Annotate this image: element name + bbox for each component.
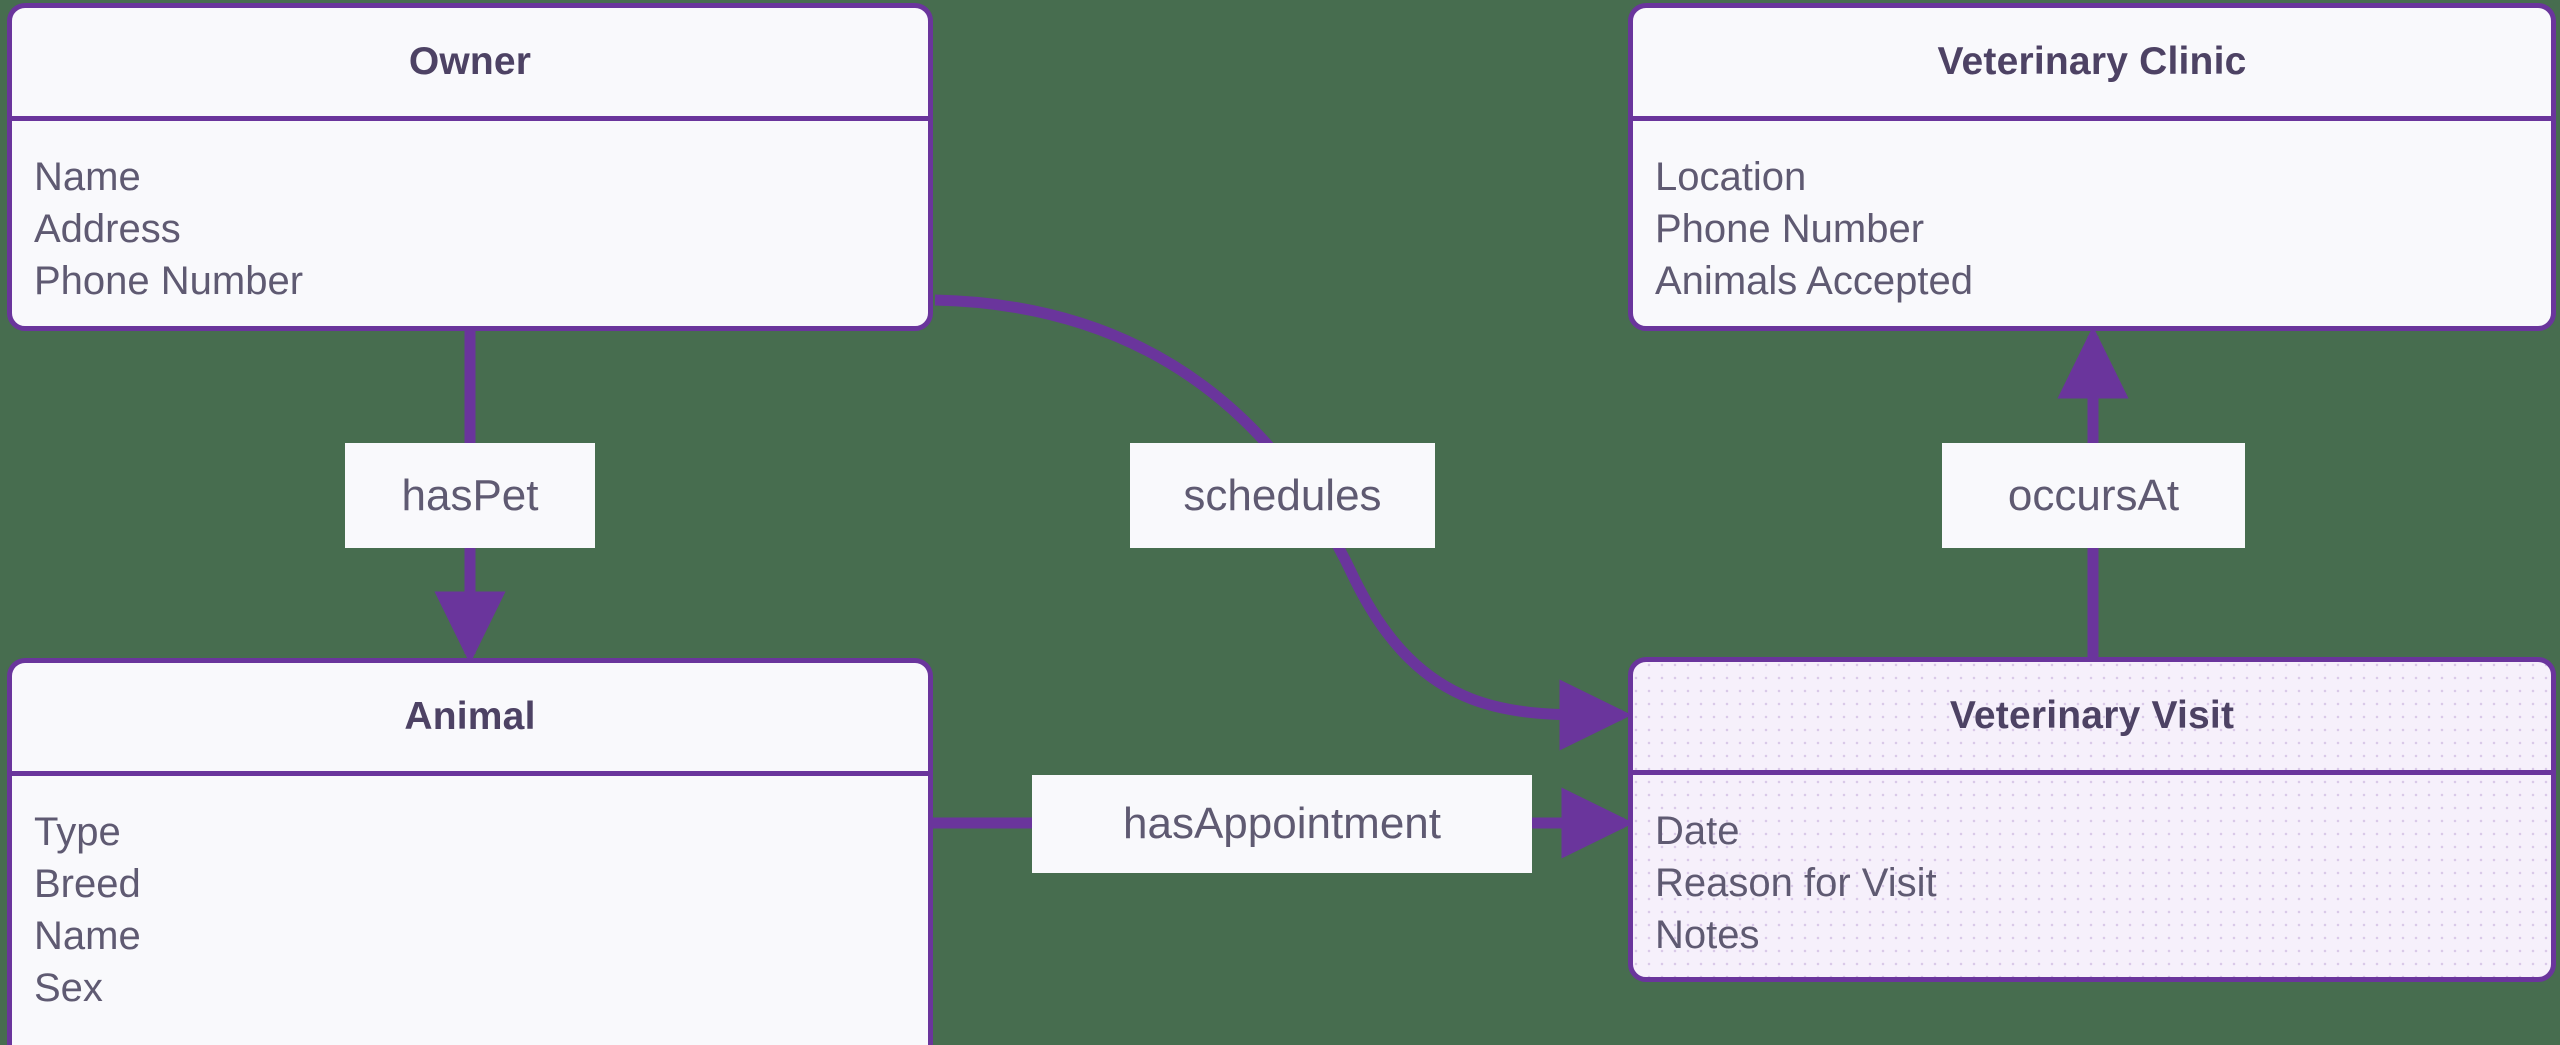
attribute-row: Reason for Visit: [1655, 861, 1937, 905]
entity-animal-attributes: Type Breed Name Sex: [12, 776, 928, 1045]
relationship-label-haspet-text: hasPet: [401, 470, 539, 520]
entity-veterinary-visit-attributes: Date Reason for Visit Notes: [1633, 775, 2551, 977]
entity-animal[interactable]: Animal Type Breed Name Sex: [7, 658, 933, 1045]
entity-veterinary-clinic-title: Veterinary Clinic: [1937, 40, 2247, 83]
relationship-label-schedules[interactable]: schedules: [1130, 443, 1435, 548]
attribute-row: Name: [34, 914, 141, 958]
attribute-row: Notes: [1655, 913, 1760, 957]
relationship-label-occursat-text: occursAt: [2007, 470, 2180, 520]
attribute-row: Sex: [34, 966, 103, 1010]
attribute-row: Address: [34, 207, 181, 251]
entity-owner-title: Owner: [408, 40, 532, 83]
relationship-label-haspet[interactable]: hasPet: [345, 443, 595, 548]
entity-veterinary-clinic-header: Veterinary Clinic: [1633, 8, 2551, 121]
attribute-row: Breed: [34, 862, 141, 906]
entity-owner-header: Owner: [12, 8, 928, 121]
attribute-row: Name: [34, 155, 141, 199]
attribute-row: Location: [1655, 155, 1807, 199]
attribute-row: Phone Number: [34, 259, 304, 303]
entity-animal-title: Animal: [404, 695, 536, 738]
relationship-label-occursat[interactable]: occursAt: [1942, 443, 2245, 548]
relationship-label-hasappointment[interactable]: hasAppointment: [1032, 775, 1532, 873]
relationship-label-hasappointment-text: hasAppointment: [1123, 799, 1441, 848]
entity-veterinary-visit-title: Veterinary Visit: [1949, 694, 2235, 737]
entity-veterinary-visit-header: Veterinary Visit: [1633, 662, 2551, 775]
attribute-row: Date: [1655, 809, 1740, 853]
attribute-row: Phone Number: [1655, 207, 1925, 251]
entity-veterinary-clinic[interactable]: Veterinary Clinic Location Phone Number …: [1628, 3, 2556, 331]
relationship-label-schedules-text: schedules: [1183, 470, 1382, 520]
entity-veterinary-clinic-attributes: Location Phone Number Animals Accepted: [1633, 121, 2551, 326]
entity-owner-attributes: Name Address Phone Number: [12, 121, 928, 326]
entity-veterinary-visit[interactable]: Veterinary Visit Date Reason for Visit N…: [1628, 657, 2556, 982]
attribute-row: Animals Accepted: [1655, 259, 1973, 303]
entity-owner[interactable]: Owner Name Address Phone Number: [7, 3, 933, 331]
entity-animal-header: Animal: [12, 663, 928, 776]
attribute-row: Type: [34, 810, 121, 854]
